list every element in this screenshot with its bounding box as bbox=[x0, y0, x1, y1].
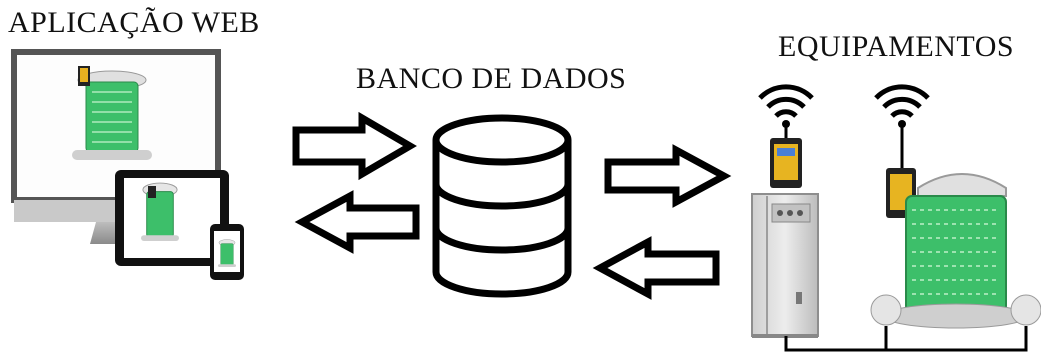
control-panel-icon bbox=[751, 193, 819, 338]
wifi-icon bbox=[876, 87, 928, 128]
equipment-connection-lines bbox=[784, 326, 1028, 352]
web-application-label: APLICAÇÃO WEB bbox=[8, 6, 260, 39]
controller-screen-icon bbox=[770, 138, 802, 188]
wifi-icon bbox=[760, 87, 812, 128]
arrow-equipment-to-db bbox=[592, 236, 720, 300]
arrow-db-to-web bbox=[294, 190, 420, 254]
database-label: BANCO DE DADOS bbox=[356, 62, 627, 95]
arrow-db-to-equipment bbox=[604, 144, 732, 208]
equipment-label: EQUIPAMENTOS bbox=[778, 30, 1015, 63]
tablet-icon bbox=[115, 170, 229, 266]
arrow-web-to-db bbox=[292, 111, 417, 181]
database-icon bbox=[432, 114, 572, 298]
silo-icon bbox=[870, 173, 1041, 329]
smartphone-icon bbox=[210, 224, 244, 280]
